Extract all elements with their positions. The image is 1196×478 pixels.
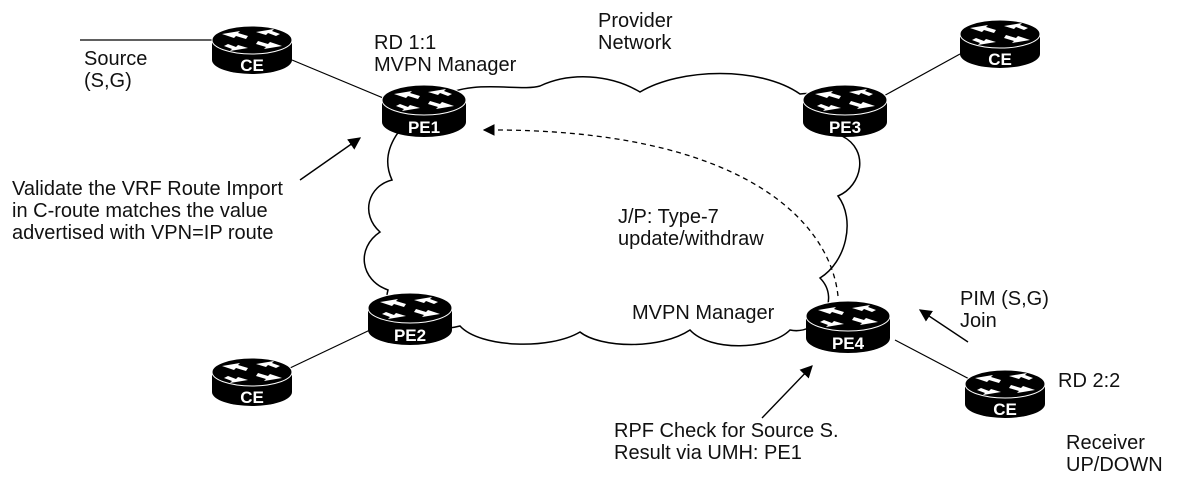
- rpf-label: RPF Check for Source S. Result via UMH: …: [614, 420, 839, 464]
- jp-dashed-arrow: [482, 124, 839, 297]
- link-pe2-ce: [289, 329, 371, 369]
- router-ce-receiver-label: CE: [993, 400, 1017, 419]
- validate-arrow: [299, 137, 362, 181]
- router-ce-pe2-label: CE: [240, 388, 264, 407]
- provider-network-cloud: [363, 72, 861, 347]
- router-pe3-label: PE3: [829, 118, 861, 137]
- router-pe2-label: PE2: [394, 326, 426, 345]
- mvpn-manager-pe4-label: MVPN Manager: [632, 302, 775, 324]
- pim-join-arrow: [918, 309, 969, 343]
- link-ce-pe3: [879, 53, 961, 99]
- router-ce-source-label: CE: [240, 56, 264, 75]
- rd2-label: RD 2:2: [1058, 370, 1121, 392]
- router-pe3: PE3: [802, 84, 888, 137]
- annotation-arrows: [299, 137, 969, 419]
- router-pe2: PE2: [367, 292, 453, 345]
- pim-join-label: PIM (S,G) Join: [960, 288, 1049, 332]
- receiver-label: Receiver UP/DOWN: [1066, 432, 1163, 476]
- validate-label: Validate the VRF Route Import in C-route…: [12, 178, 283, 244]
- router-pe1-label: PE1: [408, 118, 440, 137]
- router-ce-pe3: CE: [959, 19, 1041, 69]
- router-ce-pe2: CE: [211, 357, 293, 407]
- link-ce-pe1: [291, 59, 389, 101]
- router-pe4: PE4: [805, 300, 891, 353]
- router-ce-source: CE: [211, 25, 293, 75]
- router-pe1: PE1: [381, 84, 467, 137]
- router-ce-pe3-label: CE: [988, 50, 1012, 69]
- source-label: Source (S,G): [84, 48, 148, 92]
- link-pe4-ce: [894, 339, 976, 383]
- provider-network-label: Provider Network: [598, 10, 673, 54]
- jp-label: J/P: Type-7 update/withdraw: [618, 206, 764, 250]
- links: [80, 39, 976, 383]
- rpf-arrow: [761, 365, 813, 419]
- router-pe4-label: PE4: [832, 334, 865, 353]
- router-ce-receiver: CE: [964, 369, 1046, 419]
- rd1-label: RD 1:1 MVPN Manager: [374, 32, 517, 76]
